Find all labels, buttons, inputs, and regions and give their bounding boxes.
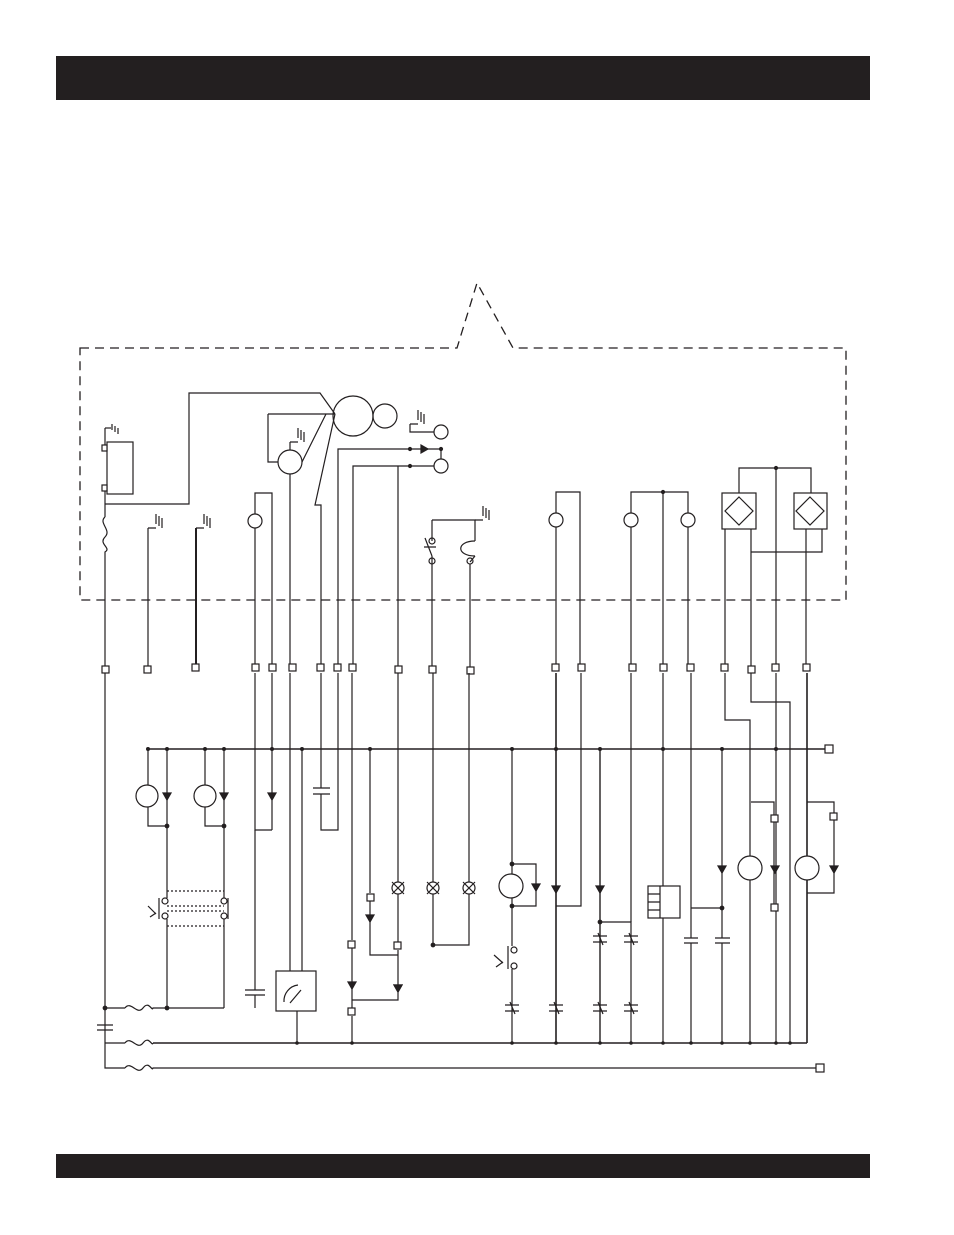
starter-solenoid (373, 404, 397, 428)
engine-lamp-3 (624, 513, 638, 527)
fuel-solenoid-motor (499, 874, 523, 898)
fuse-2 (125, 1040, 153, 1045)
alternator (278, 450, 302, 474)
temp-sensor (434, 459, 448, 473)
engine-lamp-2 (549, 513, 563, 527)
bridge-rectifier-2 (794, 493, 827, 529)
feed-terminal (816, 1064, 824, 1072)
gauge-meter (276, 971, 316, 1011)
oil-pressure-sensor (434, 425, 448, 439)
engine-lamp-1 (248, 514, 262, 528)
fusible-link (103, 517, 107, 668)
battery-symbol (102, 424, 133, 517)
connector-row (102, 664, 810, 674)
indicator-lamps (392, 882, 475, 894)
key-switch (148, 891, 228, 926)
bridge-rectifier-1 (722, 493, 756, 529)
pressure-switches (424, 520, 475, 668)
relay-coil-2 (194, 785, 216, 807)
fuse-3 (125, 1065, 816, 1070)
push-switch (494, 946, 517, 969)
sensor-diode (421, 445, 428, 453)
connector-block (648, 886, 680, 918)
relay-coil-4 (795, 856, 819, 880)
relay-coil-1 (136, 785, 158, 807)
footer-bar (56, 1154, 870, 1178)
bus-terminal (825, 745, 833, 753)
fuse-1 (125, 1005, 224, 1010)
battery-cable (105, 393, 335, 504)
engine-lamp-4 (681, 513, 695, 527)
starter-motor (333, 396, 373, 436)
relay-coil-3 (738, 856, 762, 880)
